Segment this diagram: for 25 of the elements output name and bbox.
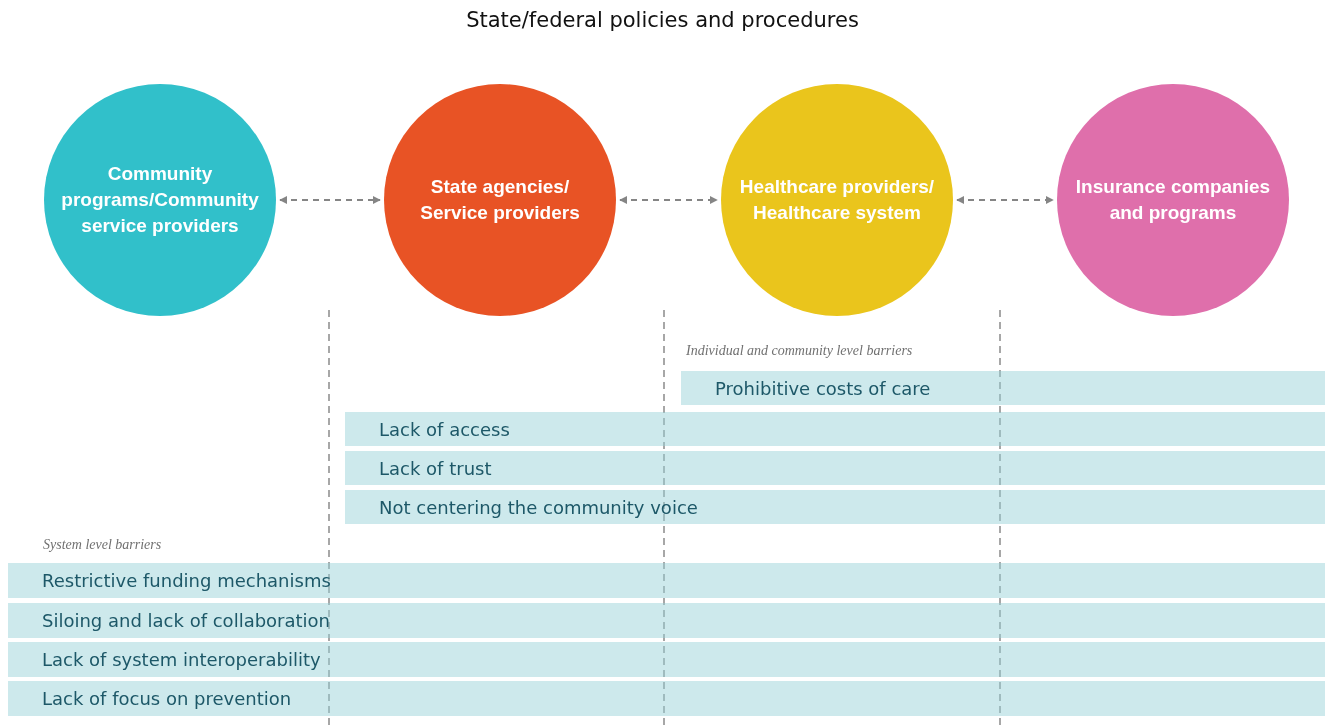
barrier-bar	[681, 371, 1325, 405]
node-label: Lack of trust	[378, 457, 492, 479]
barrier-bar	[8, 603, 1325, 638]
node-label: Insurance companies and programs	[1074, 175, 1272, 225]
node-label: Not centering the community voice	[378, 496, 698, 518]
barrier-bar	[8, 681, 1325, 716]
node-label: Lack of system interoperability	[41, 649, 321, 670]
barrier-bar	[345, 412, 1325, 446]
barrier-bar	[345, 451, 1325, 485]
node-label: Siloing and lack of collaboration	[41, 610, 331, 631]
node-label: Lack of focus on prevention	[41, 688, 292, 709]
node-label: Restrictive funding mechanisms	[41, 570, 331, 591]
double-arrow	[956, 196, 1054, 204]
node-label: Community programs/Community service providers	[60, 162, 260, 238]
node-label: State agencies/ Service providers	[419, 175, 581, 225]
barrier-bar	[345, 490, 1325, 524]
node-label: Lack of access	[378, 418, 510, 440]
diagram-title: State/federal policies and procedures	[465, 8, 860, 32]
section-heading: Individual and community level barriers	[686, 343, 913, 359]
double-arrow	[619, 196, 718, 204]
node-label: Healthcare providers/ Healthcare system	[738, 175, 936, 225]
node-label: Prohibitive costs of care	[714, 377, 931, 399]
barrier-bar	[8, 642, 1325, 677]
double-arrow	[279, 196, 381, 204]
barrier-bar	[8, 563, 1325, 598]
